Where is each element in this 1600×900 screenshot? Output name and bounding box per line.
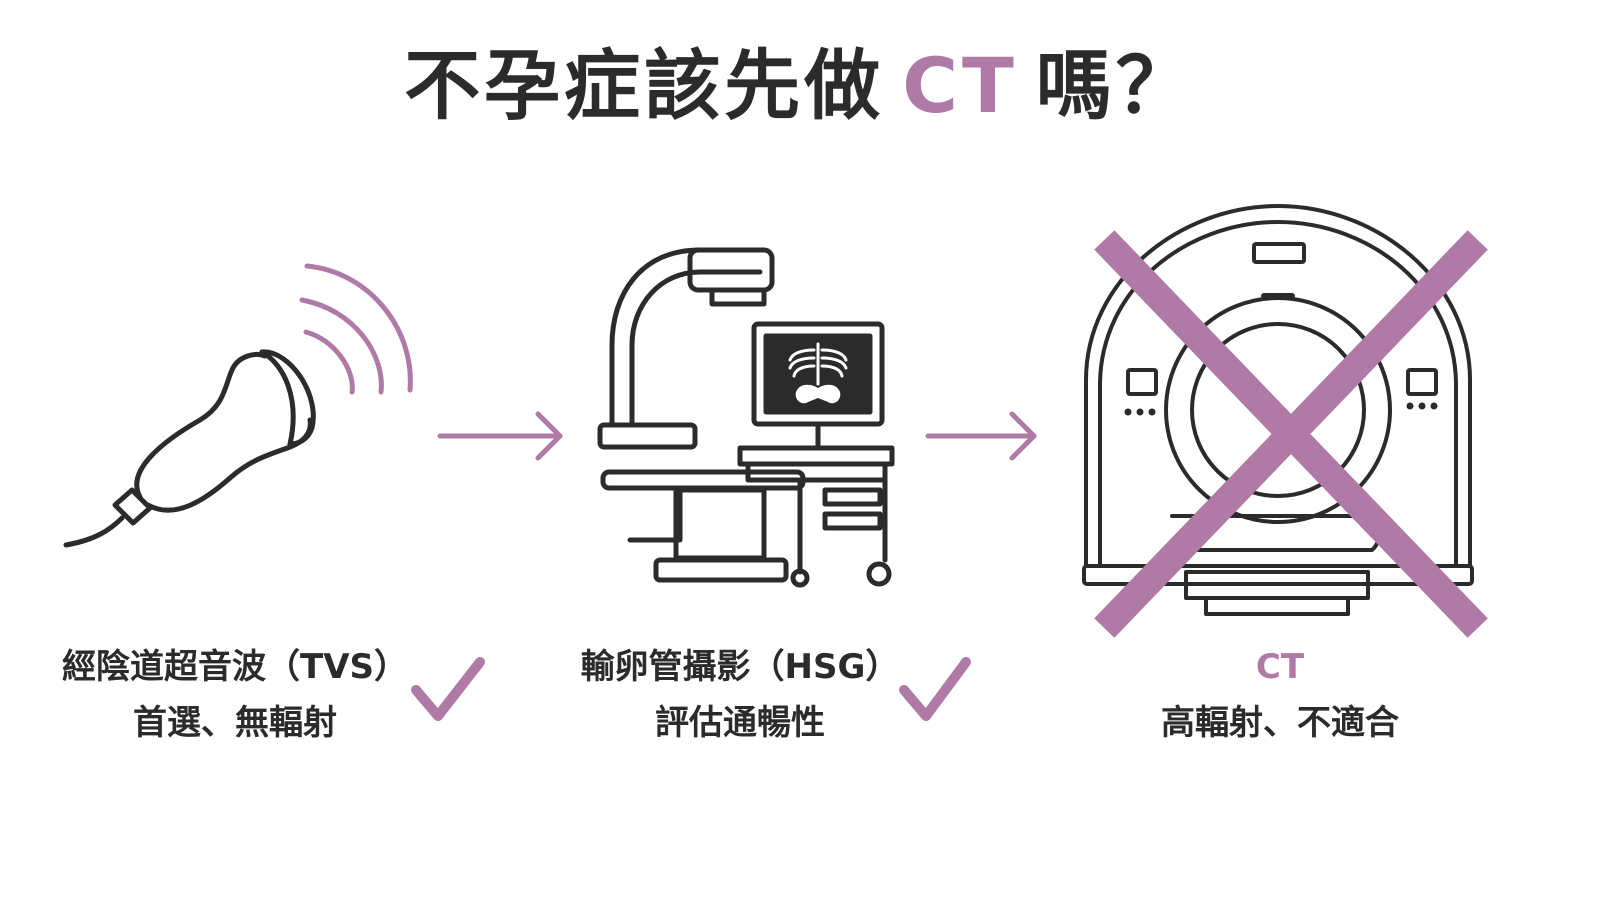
xray-c-arm-icon: [597, 247, 895, 588]
arrow-right-icon: [437, 411, 563, 461]
step-note: 首選、無輻射: [133, 703, 337, 743]
sound-waves-icon: [299, 263, 413, 395]
xray-image: [768, 338, 868, 410]
step-note: 評估通暢性: [655, 703, 825, 743]
step-caption-ct: CT 高輻射、不適合: [1110, 650, 1450, 740]
arrow-right-icon: [925, 411, 1037, 461]
check-mark-icon: [899, 657, 971, 721]
step-note: 高輻射、不適合: [1161, 703, 1399, 743]
step-name: CT: [1255, 647, 1305, 687]
cross-mark-icon: [1094, 230, 1488, 638]
step-name: 輸卵管攝影（HSG）: [580, 647, 900, 687]
check-mark-icon: [411, 657, 485, 721]
ultrasound-probe-icon: [63, 349, 316, 548]
title-accent: CT: [902, 41, 1018, 130]
step-name: 經陰道超音波（TVS）: [62, 647, 408, 687]
title-suffix: 嗎？: [1035, 41, 1196, 130]
title-prefix: 不孕症該先做: [404, 41, 885, 130]
ct-scanner-icon: [1082, 204, 1474, 616]
step-caption-hsg: 輸卵管攝影（HSG） 評估通暢性: [560, 650, 920, 740]
ct-indicator-dots: [1124, 402, 1438, 416]
step-caption-tvs: 經陰道超音波（TVS） 首選、無輻射: [40, 650, 430, 740]
